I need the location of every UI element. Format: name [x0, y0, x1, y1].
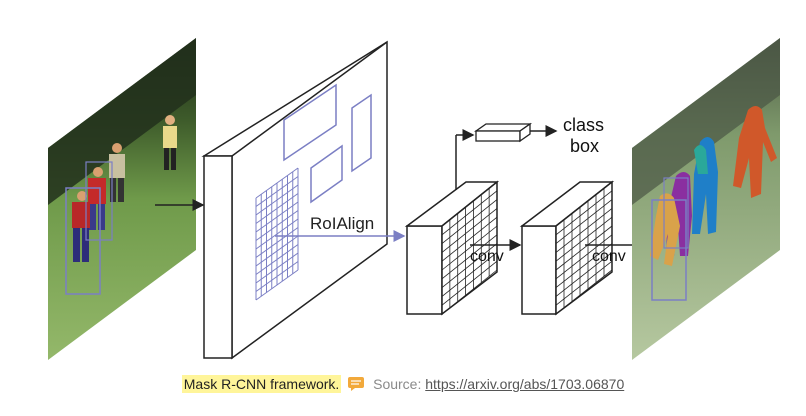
mask-rcnn-diagram: RoIAlign class box conv conv — [48, 38, 780, 360]
roi-boxes — [283, 83, 372, 204]
source-label: Source: — [373, 376, 422, 392]
box-label: box — [570, 136, 599, 156]
backbone-feature-map — [201, 40, 388, 360]
input-image — [48, 38, 196, 360]
figure-caption: Mask R-CNN framework. Source: https://ar… — [0, 375, 806, 393]
class-label: class — [563, 115, 604, 135]
comment-icon[interactable] — [347, 376, 365, 392]
conv2-label: conv — [592, 248, 626, 265]
source-link[interactable]: https://arxiv.org/abs/1703.06870 — [425, 376, 625, 392]
mask-feature-box — [519, 180, 615, 316]
output-image — [632, 38, 780, 360]
roi-grid — [255, 167, 299, 301]
conv1-label: conv — [470, 248, 504, 265]
caption-title: Mask R-CNN framework. — [181, 375, 342, 393]
roialign-label: RoIAlign — [310, 214, 374, 233]
class-box-branch — [455, 122, 558, 190]
roi-feature-box — [404, 180, 500, 316]
